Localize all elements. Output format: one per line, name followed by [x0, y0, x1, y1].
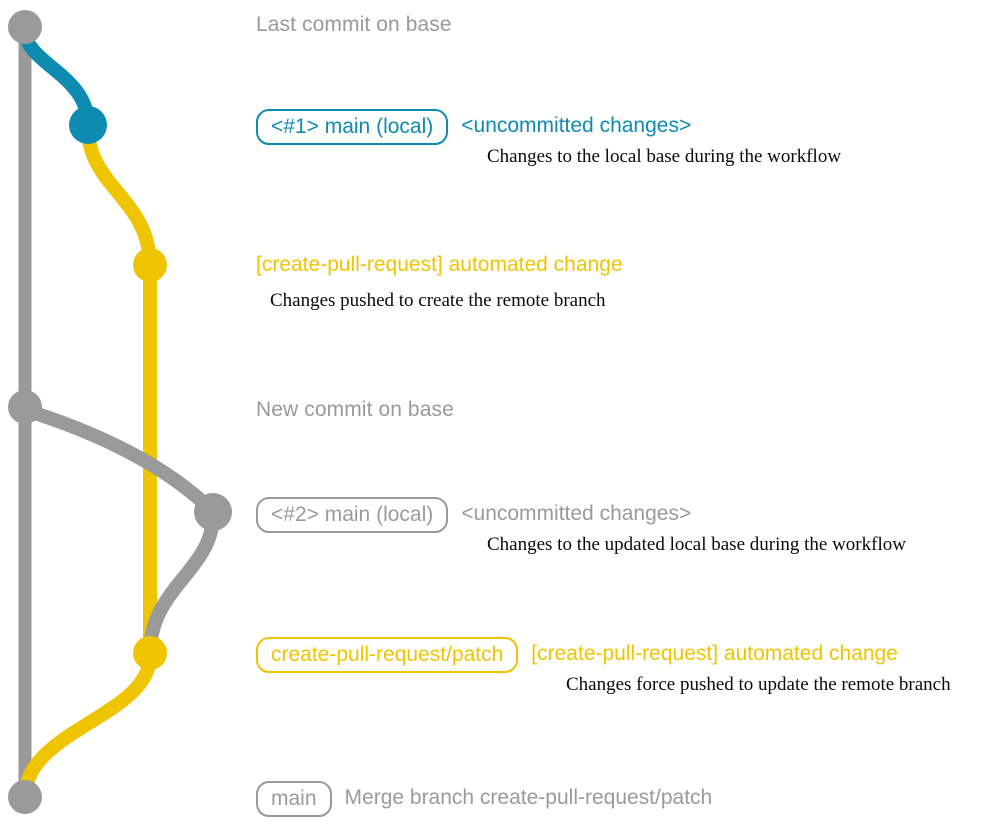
patch-branch-line-1 — [81, 121, 157, 660]
row-new-commit-on-base: New commit on base — [256, 399, 454, 420]
commit-description-local-2: Changes to the updated local base during… — [487, 534, 906, 555]
branch-pill-main-local-1[interactable]: <#1> main (local) — [256, 109, 449, 145]
node-base-last-commit[interactable] — [8, 10, 42, 44]
commit-subject-automated-1: [create-pull-request] automated change — [256, 253, 623, 276]
patch-to-merge-commit-line — [18, 649, 157, 804]
node-base-merge-commit[interactable] — [8, 780, 42, 814]
row-merge: main Merge branch create-pull-request/pa… — [256, 781, 712, 817]
node-base-new-commit[interactable] — [8, 390, 42, 424]
new-commit-on-base-label: New commit on base — [256, 398, 454, 421]
row-last-commit-on-base: Last commit on base — [256, 14, 452, 35]
commit-subject-automated-2: [create-pull-request] automated change — [531, 642, 898, 665]
commit-description-local-1: Changes to the local base during the wor… — [487, 146, 842, 167]
node-patch-automated-2[interactable] — [133, 636, 167, 670]
row-local-2: <#2> main (local) <uncommitted changes> — [256, 497, 691, 533]
commit-subject-local-2: <uncommitted changes> — [461, 502, 692, 525]
node-local-uncommitted-1[interactable] — [69, 106, 107, 144]
branch-pill-main[interactable]: main — [256, 781, 332, 817]
commit-description-automated-2: Changes force pushed to update the remot… — [566, 674, 951, 695]
merge-node-to-patch-line — [143, 508, 220, 660]
commit-subject-local-1: <uncommitted changes> — [461, 114, 692, 137]
branch-pill-main-local-2[interactable]: <#2> main (local) — [256, 497, 449, 533]
row-automated-change-2: create-pull-request/patch [create-pull-r… — [256, 637, 898, 673]
node-local-uncommitted-2[interactable] — [194, 493, 232, 531]
branch-pill-create-pull-request-patch[interactable]: create-pull-request/patch — [256, 637, 519, 673]
base-to-merge-node-line — [18, 403, 220, 519]
commit-description-automated-1: Changes pushed to create the remote bran… — [270, 290, 606, 311]
row-automated-change-1: [create-pull-request] automated change — [256, 254, 623, 275]
commit-subject-merge: Merge branch create-pull-request/patch — [344, 786, 713, 809]
last-commit-on-base-label: Last commit on base — [256, 13, 452, 36]
node-patch-automated-1[interactable] — [133, 248, 167, 282]
row-local-1: <#1> main (local) <uncommitted changes> — [256, 109, 691, 145]
